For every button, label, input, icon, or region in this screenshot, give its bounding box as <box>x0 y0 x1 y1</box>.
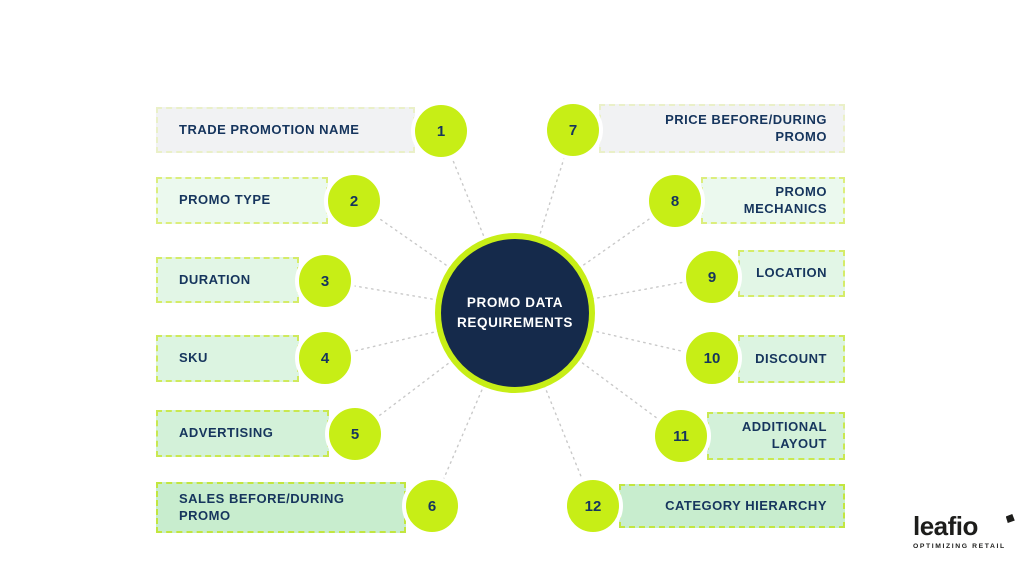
item-bar-trade-promotion-name: TRADE PROMOTION NAME <box>156 107 415 153</box>
number-circle-9: 9 <box>682 247 742 307</box>
item-bar-promo-mechanics: PROMO MECHANICS <box>701 177 845 224</box>
item-bar-category-hierarchy: CATEGORY HIERARCHY <box>619 484 845 528</box>
number-circle-3: 3 <box>295 251 355 311</box>
item-label: PROMO MECHANICS <box>743 183 827 216</box>
item-number: 7 <box>568 121 578 139</box>
logo-text: leafio <box>913 511 978 541</box>
item-label: SKU <box>179 350 208 366</box>
central-title-line2: REQUIREMENTS <box>457 315 573 330</box>
connector-line <box>514 312 594 507</box>
item-label: TRADE PROMOTION NAME <box>179 121 360 137</box>
item-number: 9 <box>707 268 717 286</box>
item-number: 2 <box>349 192 359 210</box>
item-label: SALES BEFORE/DURING PROMO <box>179 490 345 523</box>
item-number: 3 <box>320 272 330 290</box>
item-label: DISCOUNT <box>755 350 827 366</box>
item-bar-sales-before-during-promo: SALES BEFORE/DURING PROMO <box>156 482 406 533</box>
leafio-logo: leafio OPTIMIZING RETAIL <box>913 511 1015 550</box>
number-circle-12: 12 <box>563 476 623 536</box>
connector-line <box>431 312 516 507</box>
item-bar-additional-layout: ADDITIONAL LAYOUT <box>707 412 845 460</box>
item-number: 6 <box>427 497 437 515</box>
number-circle-6: 6 <box>402 476 462 536</box>
connector-line <box>514 200 676 314</box>
item-label: PRICE BEFORE/DURING PROMO <box>665 111 827 144</box>
item-number: 12 <box>584 497 602 515</box>
item-label: ADVERTISING <box>179 425 274 441</box>
item-number: 8 <box>670 192 680 210</box>
number-circle-1: 1 <box>411 101 471 161</box>
central-topic-circle: PROMO DATA REQUIREMENTS <box>435 233 595 393</box>
item-bar-sku: SKU <box>156 335 299 382</box>
item-label: LOCATION <box>756 265 827 281</box>
leaf-icon <box>1005 514 1015 523</box>
number-circle-4: 4 <box>295 328 355 388</box>
connector-line <box>514 312 713 359</box>
item-bar-advertising: ADVERTISING <box>156 410 329 457</box>
item-bar-location: LOCATION <box>738 250 845 297</box>
connector-line <box>324 312 516 359</box>
item-number: 5 <box>350 425 360 443</box>
connector-line <box>514 312 682 437</box>
item-number: 4 <box>320 349 330 367</box>
item-bar-duration: DURATION <box>156 257 299 303</box>
number-circle-11: 11 <box>651 406 711 466</box>
connector-line <box>440 130 516 314</box>
logo-tagline: OPTIMIZING RETAIL <box>913 543 1006 550</box>
item-label: ADDITIONAL LAYOUT <box>741 419 827 451</box>
item-bar-price-before-during-promo: PRICE BEFORE/DURING PROMO <box>599 104 845 153</box>
number-circle-8: 8 <box>645 171 705 231</box>
connector-line <box>353 200 516 314</box>
item-bar-discount: DISCOUNT <box>738 335 845 383</box>
item-number: 11 <box>673 427 689 445</box>
item-label: PROMO TYPE <box>179 192 271 208</box>
item-number: 10 <box>703 349 721 367</box>
item-bar-promo-type: PROMO TYPE <box>156 177 328 224</box>
item-label: DURATION <box>179 271 251 287</box>
number-circle-2: 2 <box>324 171 384 231</box>
item-number: 1 <box>436 122 446 140</box>
item-label: CATEGORY HIERARCHY <box>665 497 827 513</box>
number-circle-5: 5 <box>325 404 385 464</box>
leafio-logo-wordmark: leafio <box>913 511 1015 541</box>
number-circle-10: 10 <box>682 328 742 388</box>
central-title-line1: PROMO DATA <box>466 295 564 311</box>
number-circle-7: 7 <box>543 100 603 160</box>
